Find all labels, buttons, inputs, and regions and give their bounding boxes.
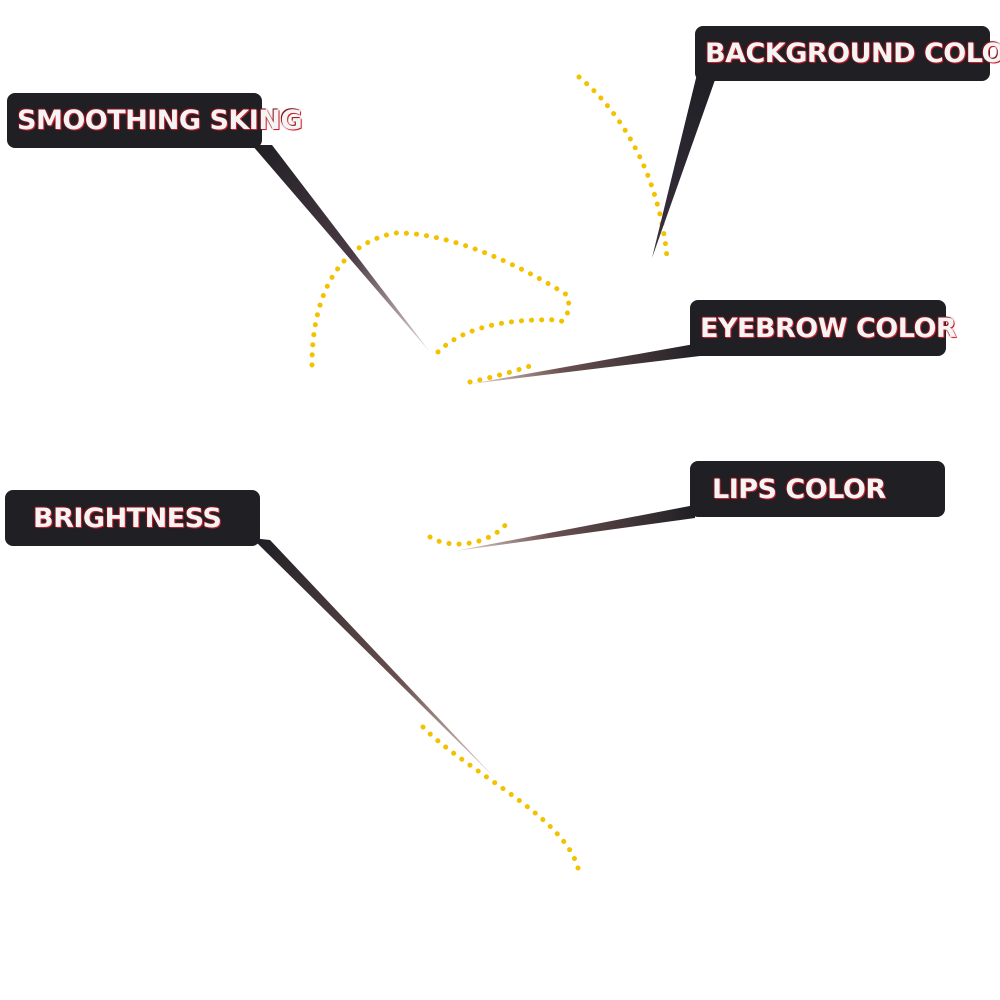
background-color-label: BACKGROUND COLOR — [695, 26, 1000, 81]
hair-outline — [309, 230, 572, 368]
smoothing-pointer — [252, 145, 430, 352]
brightness-text: BRIGHTNESS — [33, 502, 222, 534]
lips-color-text: LIPS COLOR — [712, 473, 886, 505]
brightness-pointer — [252, 538, 495, 778]
background-color-text: BACKGROUND COLOR — [705, 38, 1000, 69]
lips-color-label: LIPS COLOR — [690, 461, 945, 517]
eye-outline — [467, 363, 533, 385]
head-side-outline — [576, 74, 670, 261]
brightness-label: BRIGHTNESS — [5, 490, 260, 546]
lips-outline — [427, 520, 510, 547]
eyebrow-pointer — [470, 343, 700, 384]
smoothing-skin-text: SMOOTHING SKING — [17, 105, 303, 136]
smoothing-skin-label: SMOOTHING SKING — [7, 93, 303, 148]
background-pointer — [652, 74, 715, 258]
eyebrow-outline — [435, 317, 563, 355]
chin-outline — [420, 724, 581, 871]
lips-pointer — [455, 505, 695, 551]
eyebrow-color-label: EYEBROW COLOR — [690, 300, 957, 356]
eyebrow-color-text: EYEBROW COLOR — [700, 312, 957, 344]
